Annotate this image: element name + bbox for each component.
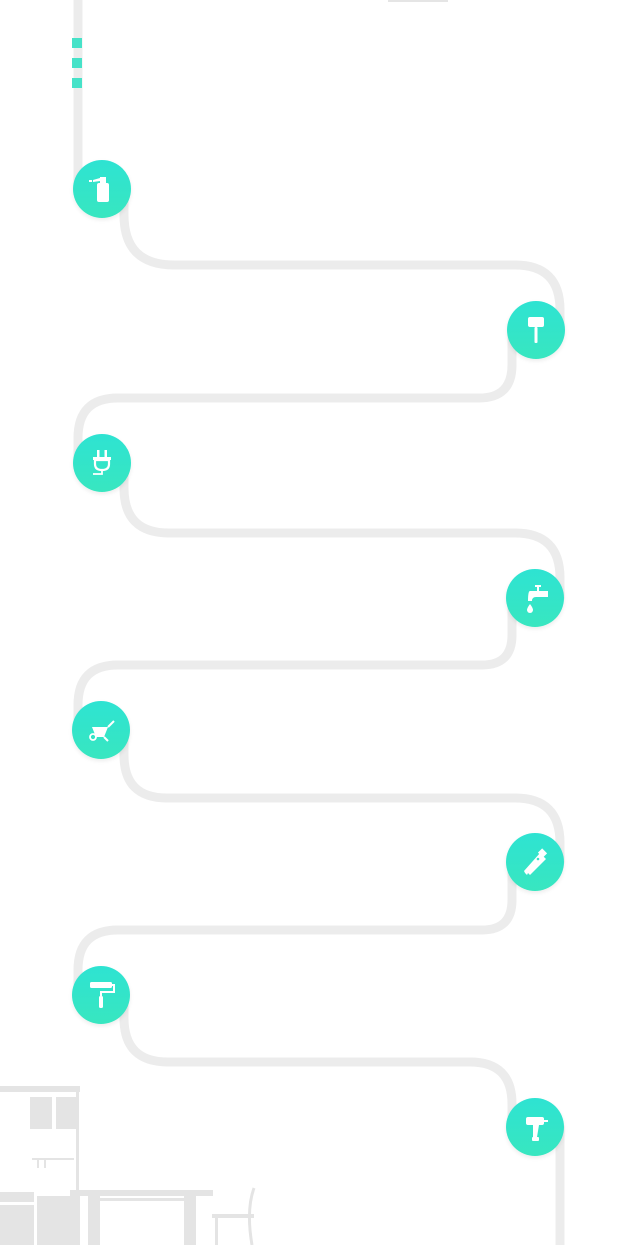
step-7-button[interactable] — [72, 966, 130, 1024]
menu-dots — [72, 38, 84, 98]
step-3-button[interactable] — [73, 434, 131, 492]
water-tap-icon — [527, 585, 548, 613]
dot-marker — [72, 78, 82, 88]
step-4-button[interactable] — [506, 569, 564, 627]
timeline-path — [73, 0, 565, 1245]
mallet-icon — [528, 317, 544, 343]
top-divider — [388, 0, 448, 2]
paint-roller-icon — [90, 982, 115, 1008]
step-6-button[interactable] — [506, 833, 564, 891]
wheelbarrow-icon — [89, 720, 115, 742]
hand-saw-icon — [524, 848, 548, 875]
spray-bottle-icon — [89, 177, 109, 202]
power-drill-icon — [526, 1117, 548, 1141]
step-1-button[interactable] — [73, 160, 131, 218]
step-2-button[interactable] — [507, 301, 565, 359]
step-8-button[interactable] — [506, 1098, 564, 1156]
kitchen-furniture-illustration — [0, 1086, 256, 1245]
dot-marker — [72, 38, 82, 48]
step-5-button[interactable] — [72, 701, 130, 759]
electric-plug-icon — [93, 450, 111, 475]
dot-marker — [72, 58, 82, 68]
